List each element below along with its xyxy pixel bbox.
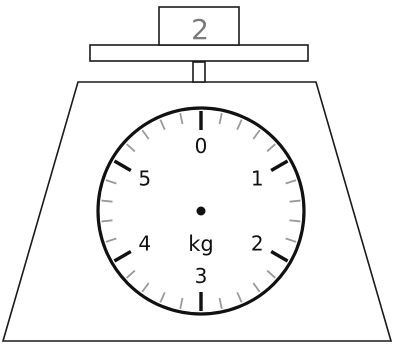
minor-tick	[290, 220, 301, 221]
unit-label: kg	[188, 232, 214, 256]
weighing-pan	[90, 45, 308, 61]
dial-number: 1	[251, 167, 264, 191]
dial-number: 4	[138, 232, 151, 256]
weight-label: 2	[191, 13, 209, 46]
pan-stem	[193, 62, 205, 82]
dial-center-dot	[197, 207, 206, 216]
minor-tick	[102, 220, 113, 221]
dial-number: 2	[251, 232, 264, 256]
dial-number: 3	[195, 264, 208, 288]
minor-tick	[102, 201, 113, 202]
dial-number: 5	[138, 167, 151, 191]
minor-tick	[290, 201, 301, 202]
dial-number: 0	[195, 134, 208, 158]
